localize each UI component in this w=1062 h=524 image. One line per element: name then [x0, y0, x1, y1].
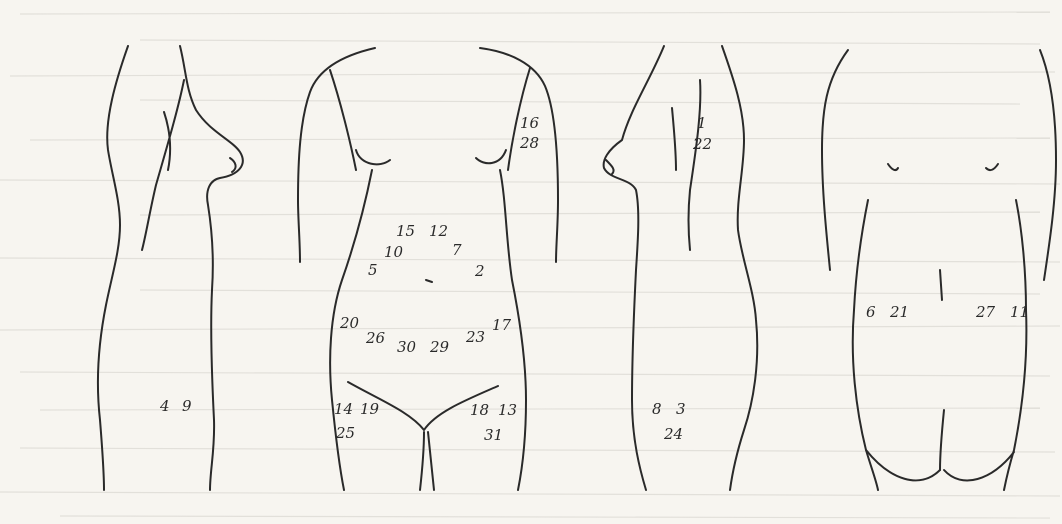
label-front-23: 23	[466, 330, 485, 345]
side-view-left-figure	[98, 46, 243, 490]
label-front-25: 25	[336, 426, 355, 441]
label-front-7: 7	[452, 243, 462, 258]
label-front-29: 29	[430, 340, 449, 355]
label-back-6: 6	[866, 305, 876, 320]
label-front-13: 13	[498, 403, 517, 418]
label-front-16: 16	[520, 116, 539, 131]
label-front-19: 19	[360, 402, 379, 417]
label-back-11: 11	[1010, 305, 1029, 320]
label-front-5: 5	[368, 263, 378, 278]
label-front-30: 30	[397, 340, 416, 355]
label-side-right-3: 3	[676, 402, 686, 417]
label-front-18: 18	[470, 403, 489, 418]
label-side-right-8: 8	[652, 402, 662, 417]
label-side-right-22: 22	[693, 137, 712, 152]
label-front-31: 31	[484, 428, 503, 443]
back-view-figure	[822, 50, 1056, 490]
label-front-10: 10	[384, 245, 403, 260]
label-front-20: 20	[340, 316, 359, 331]
label-front-12: 12	[429, 224, 448, 239]
label-front-2: 2	[475, 264, 485, 279]
label-back-21: 21	[890, 305, 909, 320]
label-side-right-24: 24	[664, 427, 683, 442]
label-front-26: 26	[366, 331, 385, 346]
label-front-15: 15	[396, 224, 415, 239]
label-front-17: 17	[492, 318, 511, 333]
label-side-left-9: 9	[182, 399, 192, 414]
side-view-right-figure	[604, 46, 758, 490]
label-side-left-4: 4	[160, 399, 170, 414]
label-front-14: 14	[334, 402, 353, 417]
label-back-27: 27	[976, 305, 995, 320]
label-side-right-1: 1	[697, 116, 707, 131]
label-front-28: 28	[520, 136, 539, 151]
